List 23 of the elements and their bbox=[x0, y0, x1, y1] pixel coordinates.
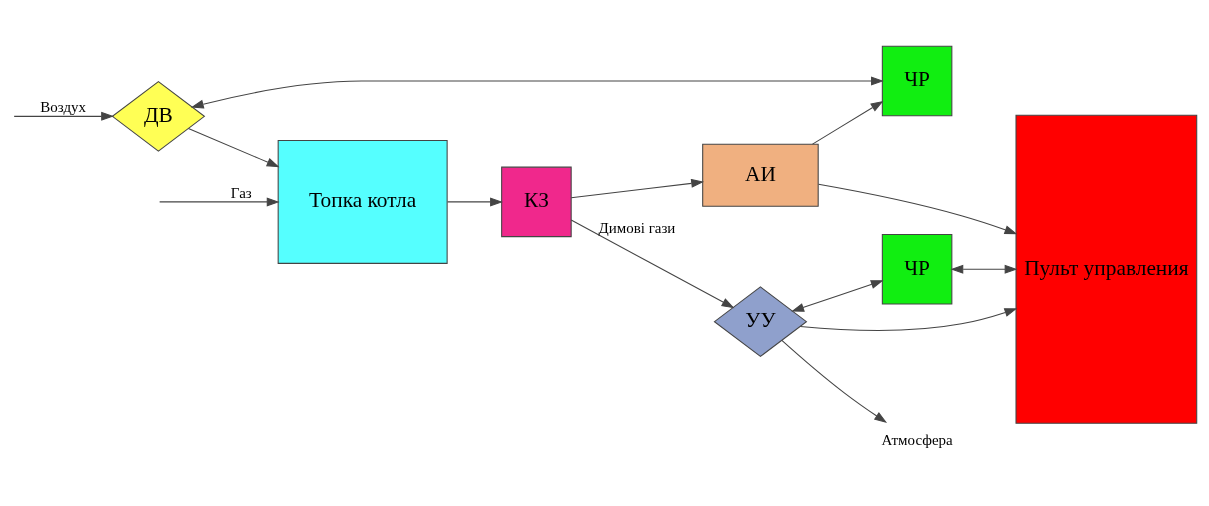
node-box: АИ bbox=[701, 143, 819, 207]
arrow bbox=[13, 111, 114, 121]
arrow bbox=[817, 183, 1017, 234]
arrow bbox=[790, 279, 884, 312]
node-box: Топка котла bbox=[277, 139, 448, 264]
arrow bbox=[187, 127, 280, 167]
arrow bbox=[780, 339, 887, 423]
node-box: ЧР bbox=[881, 233, 952, 305]
arrow bbox=[811, 100, 883, 145]
arrow bbox=[799, 307, 1017, 331]
arrow bbox=[570, 219, 734, 308]
edge-label: Газ bbox=[230, 184, 252, 201]
node-text: Атмосфера bbox=[880, 431, 953, 448]
arrow bbox=[190, 76, 884, 109]
node-box: ЧР bbox=[881, 45, 952, 116]
arrow bbox=[446, 196, 503, 206]
edge-label: Воздух bbox=[39, 98, 86, 115]
arrow bbox=[949, 264, 1017, 274]
edge-label: Димові гази bbox=[598, 219, 675, 236]
node-box: КЗ bbox=[500, 166, 572, 237]
node-box: Пульт управления bbox=[1014, 114, 1197, 424]
arrow bbox=[570, 178, 704, 198]
arrow bbox=[158, 196, 280, 206]
